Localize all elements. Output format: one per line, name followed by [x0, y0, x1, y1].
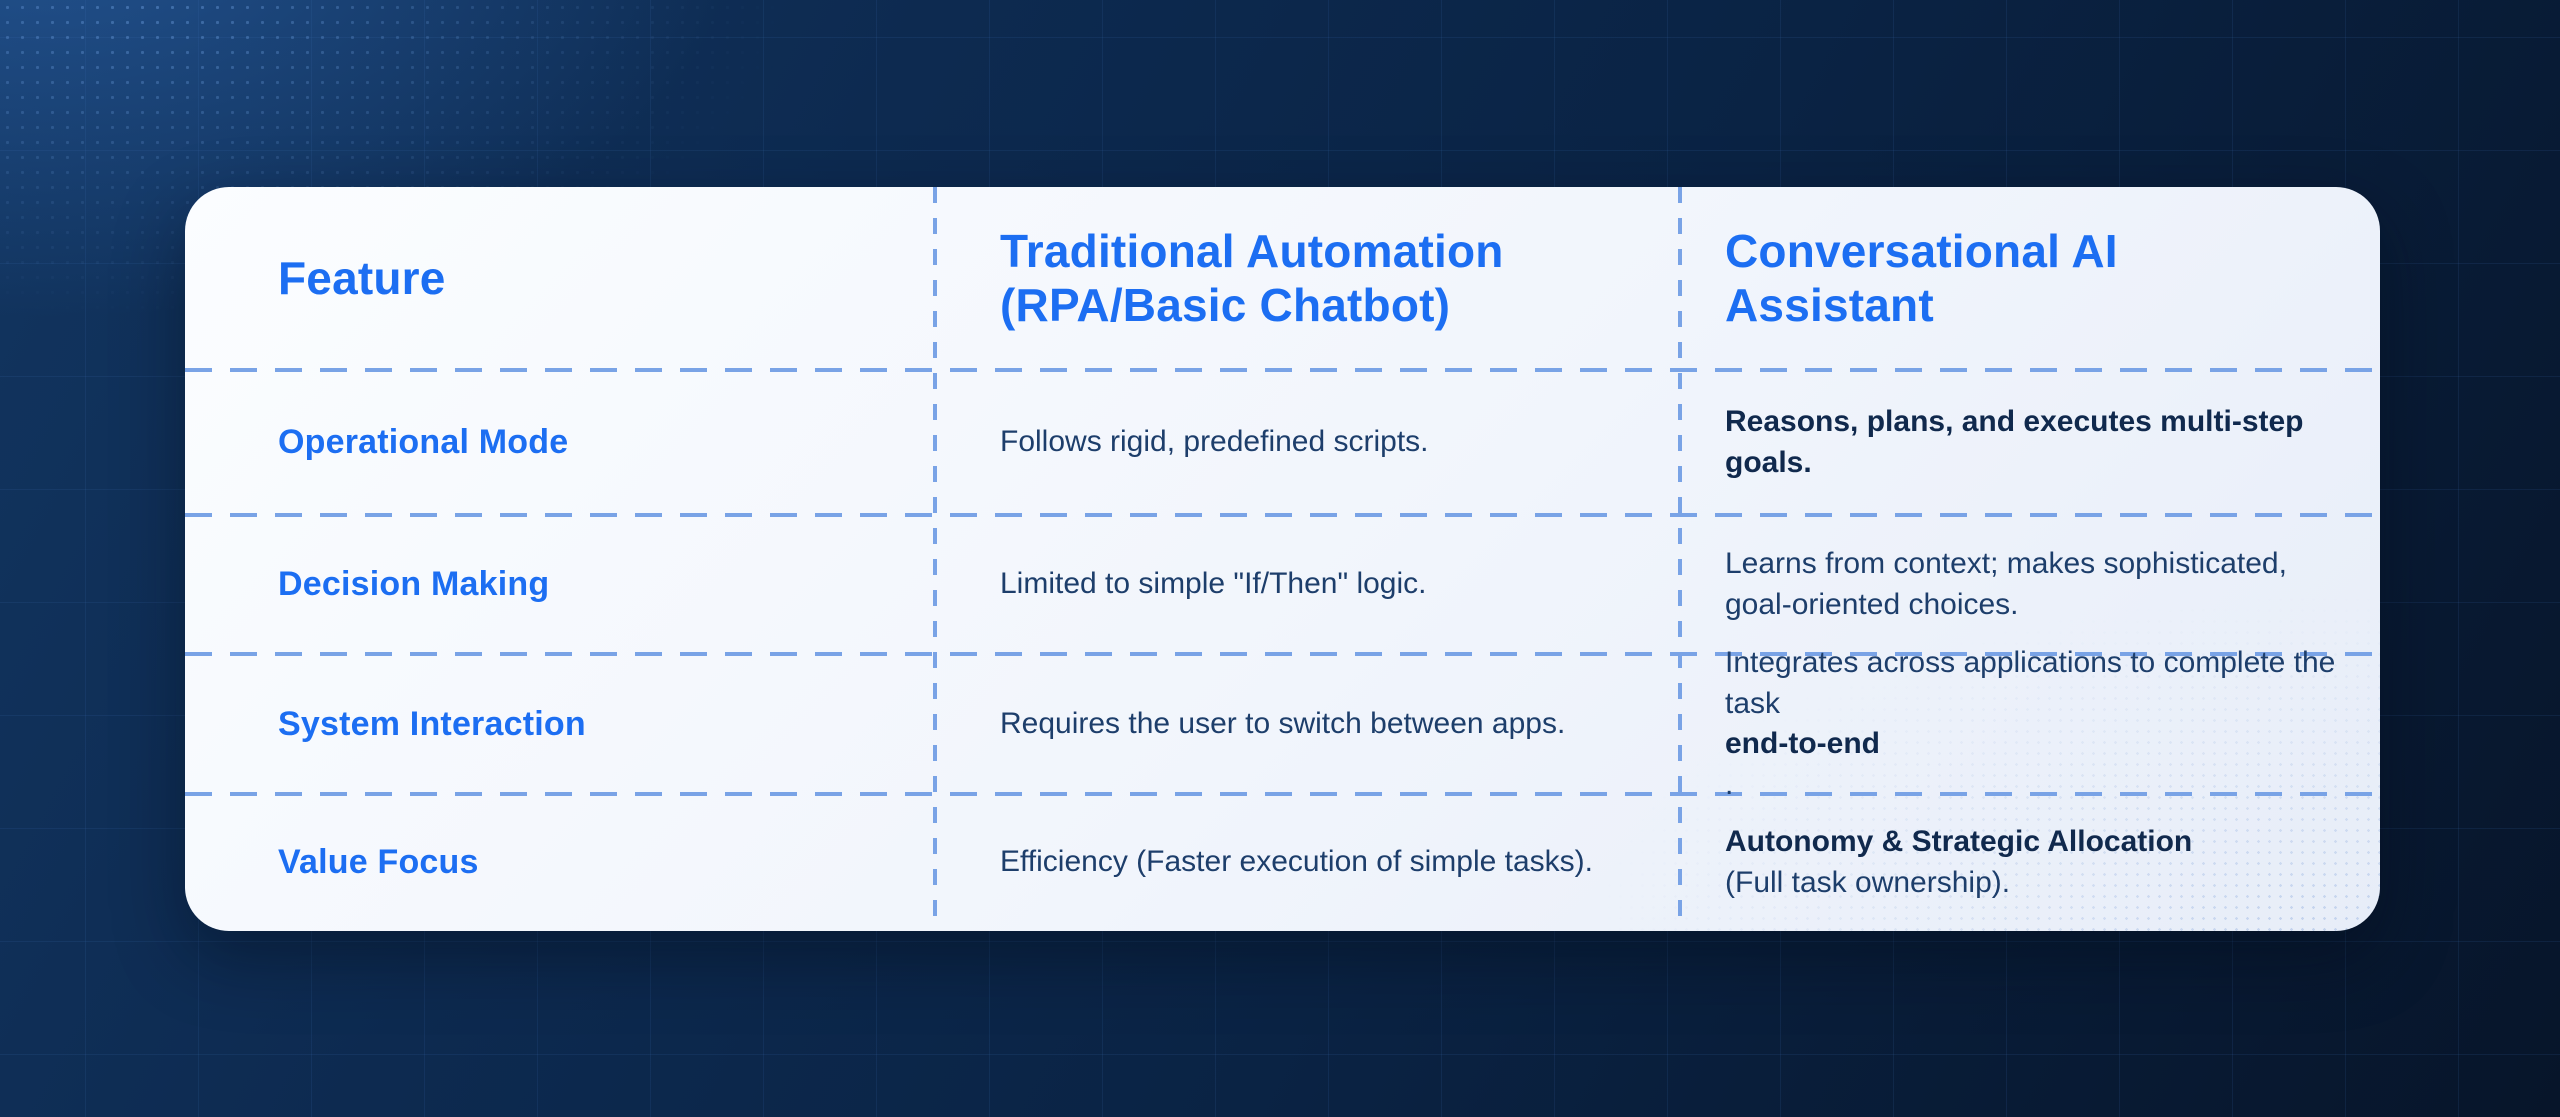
column-header-label: Traditional Automation (RPA/Basic Chatbo… [1000, 225, 1504, 331]
column-divider-1 [933, 187, 937, 931]
column-divider-2 [1678, 187, 1682, 931]
row-divider-2 [185, 513, 2380, 517]
cell-text-segment: Integrates across applications to comple… [1725, 646, 2336, 720]
column-header-cell-feature: Feature [185, 187, 935, 370]
cell-text-segment: Follows rigid, predefined scripts. [1000, 425, 1429, 459]
cell-text-segment: Efficiency (Faster execution of simple t… [1000, 845, 1593, 879]
feature-cell: Operational Mode [185, 370, 935, 515]
cell-text: Efficiency (Faster execution of simple t… [1000, 842, 1593, 883]
column-header-cell-conversational: Conversational AI Assistant [1680, 187, 2380, 370]
feature-cell: Value Focus [185, 794, 935, 931]
comparison-table: Feature Traditional Automation (RPA/Basic… [185, 187, 2380, 931]
cell-text-segment: Learns from context; makes sophisticated… [1725, 547, 2287, 621]
feature-label: System Interaction [278, 704, 586, 743]
comparison-table-card: Feature Traditional Automation (RPA/Basic… [185, 187, 2380, 931]
traditional-cell: Requires the user to switch between apps… [935, 654, 1680, 794]
conversational-cell: Integrates across applications to comple… [1680, 646, 2380, 801]
cell-text: Limited to simple "If/Then" logic. [1000, 564, 1426, 605]
cell-text-segment: Limited to simple "If/Then" logic. [1000, 567, 1427, 601]
row-divider-1 [185, 368, 2380, 372]
cell-text-segment: Requires the user to switch between apps… [1000, 706, 1566, 740]
traditional-cell: Follows rigid, predefined scripts. [935, 370, 1680, 515]
conversational-cell: Reasons, plans, and executes multi-step … [1680, 370, 2380, 515]
feature-label: Decision Making [278, 565, 550, 603]
cell-text: Learns from context; makes sophisticated… [1725, 544, 2350, 625]
cell-text-segment: . [1725, 767, 1734, 801]
cell-text-segment: (Full task ownership). [1725, 865, 2011, 899]
cell-text: Integrates across applications to comple… [1725, 643, 2350, 805]
feature-label: Operational Mode [278, 423, 569, 461]
column-header-cell-traditional: Traditional Automation (RPA/Basic Chatbo… [935, 187, 1680, 370]
cell-text: Follows rigid, predefined scripts. [1000, 422, 1429, 463]
column-header-label: Conversational AI Assistant [1725, 225, 2118, 331]
cell-text: Requires the user to switch between apps… [1000, 704, 1565, 745]
cell-text-segment: Reasons, plans, and executes multi-step … [1725, 405, 2304, 479]
feature-cell: System Interaction [185, 654, 935, 794]
column-header-label: Feature [278, 251, 446, 304]
traditional-cell: Limited to simple "If/Then" logic. [935, 515, 1680, 654]
cell-text: Autonomy & Strategic Allocation (Full ta… [1725, 822, 2192, 903]
feature-cell: Decision Making [185, 515, 935, 654]
row-divider-3 [185, 652, 2380, 656]
cell-text: Reasons, plans, and executes multi-step … [1725, 402, 2350, 483]
conversational-cell: Learns from context; makes sophisticated… [1680, 515, 2380, 654]
cell-text-segment: Autonomy & Strategic Allocation [1725, 825, 2193, 858]
row-divider-4 [185, 792, 2380, 796]
traditional-cell: Efficiency (Faster execution of simple t… [935, 794, 1680, 931]
conversational-cell: Autonomy & Strategic Allocation (Full ta… [1680, 794, 2380, 931]
cell-text-segment: end-to-end [1725, 727, 1880, 760]
feature-label: Value Focus [278, 843, 479, 881]
